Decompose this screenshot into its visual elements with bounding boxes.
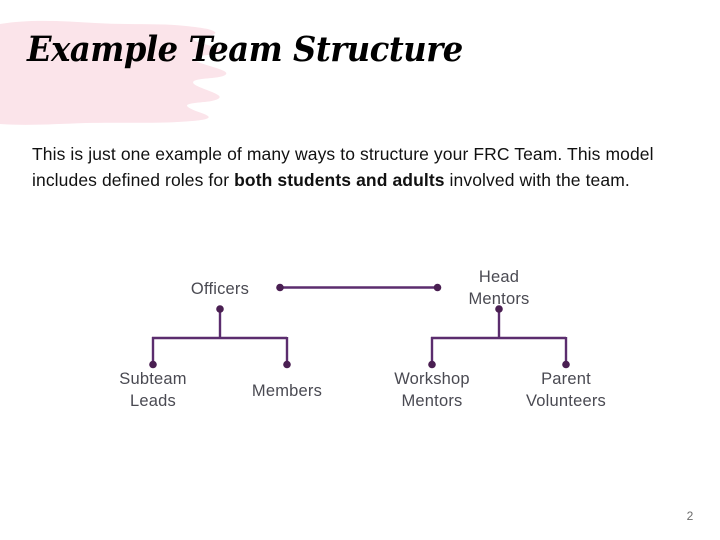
connector-dot-members	[283, 360, 291, 369]
body-text-emphasis: both students and adults	[234, 169, 445, 190]
org-node-head-mentors: Head Mentors	[468, 268, 530, 308]
slide-title: Example Team Structure	[27, 29, 463, 70]
org-node-workshop-mentors: Workshop Mentors	[394, 370, 470, 410]
body-text-lead: This is just one example of many ways to…	[32, 144, 654, 190]
org-node-officers: Officers	[190, 280, 250, 298]
connector-dot-head-mentors-left	[433, 283, 442, 292]
body-text-tail: involved with the team.	[444, 169, 630, 190]
slide-body-paragraph: This is just one example of many ways to…	[32, 142, 677, 193]
org-node-parent-volunteers: Parent Volunteers	[526, 370, 606, 410]
org-node-members: Members	[251, 382, 323, 400]
connector-dot-officers-right	[276, 283, 284, 292]
page-number: 2	[686, 509, 694, 523]
connector-dot-officers-stem	[216, 305, 224, 313]
org-node-subteam-leads: Subteam Leads	[119, 370, 187, 410]
